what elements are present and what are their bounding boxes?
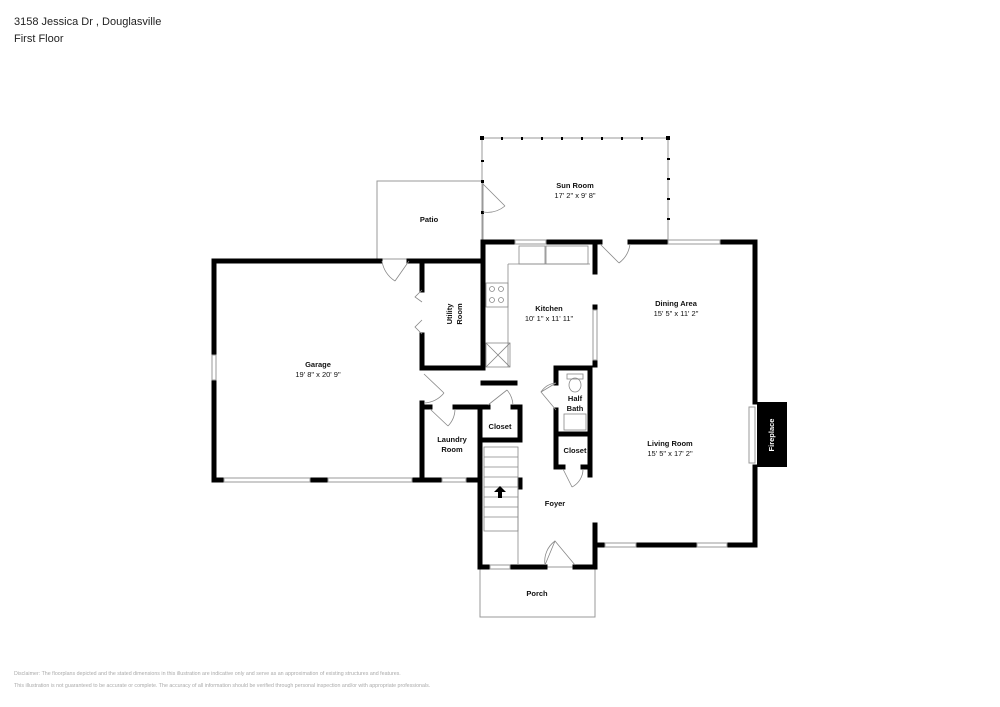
room-label-living: Living Room 15' 5" x 17' 2" — [647, 439, 693, 458]
room-label-laundry: Laundry Room — [437, 435, 467, 454]
room-label-sun-room: Sun Room 17' 2" x 9' 8" — [554, 181, 596, 200]
room-label-kitchen: Kitchen 10' 1" x 11' 11" — [524, 304, 574, 323]
fireplace-block — [757, 402, 787, 467]
property-address: 3158 Jessica Dr , Douglasville — [14, 16, 162, 28]
room-label-foyer: Foyer — [544, 499, 566, 508]
room-label-half-bath: Half Bath — [566, 394, 584, 413]
walls — [211, 239, 758, 570]
room-label-dining: Dining Area 15' 5" x 11' 2" — [653, 299, 699, 318]
room-label-fireplace: Fireplace — [767, 418, 776, 452]
kitchen-fixtures — [483, 245, 590, 565]
disclaimer-line-2: This illustration is not guaranteed to b… — [14, 683, 431, 689]
room-label-closet-1: Closet — [488, 422, 512, 431]
disclaimer-line-1: Disclaimer: The floorplans depicted and … — [14, 671, 401, 677]
stairs-up-arrow-icon — [494, 486, 506, 498]
room-label-patio: Patio — [419, 215, 439, 224]
doors — [381, 183, 631, 566]
room-label-porch: Porch — [526, 589, 548, 598]
floor-label: First Floor — [14, 33, 64, 45]
room-label-utility: Utility Room — [445, 303, 464, 325]
room-label-closet-2: Closet — [563, 446, 587, 455]
room-label-garage: Garage 19' 8" x 20' 9" — [295, 360, 341, 379]
